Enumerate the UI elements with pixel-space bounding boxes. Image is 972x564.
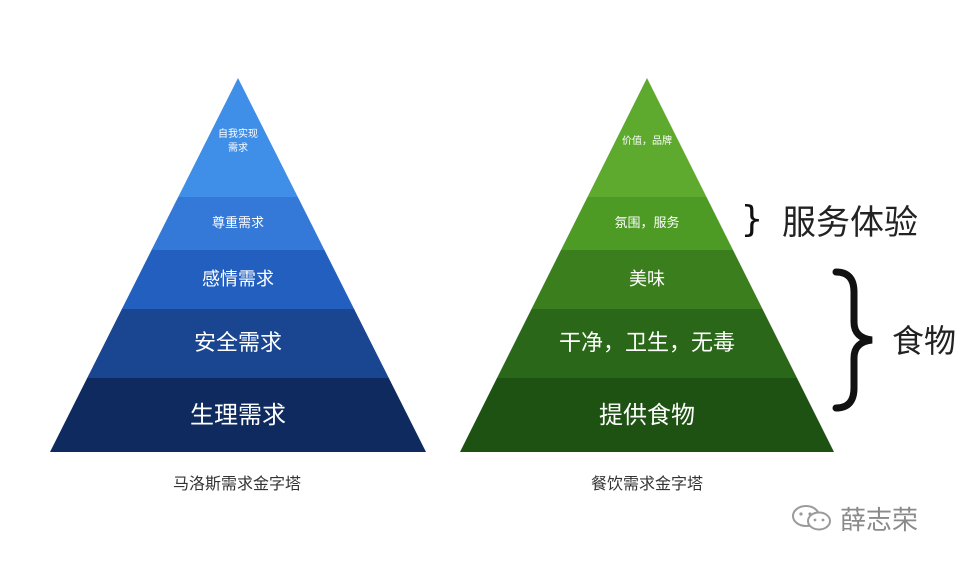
maslow-tier-4-label: 安全需求 [194, 331, 282, 356]
catering-tier-4-label: 干净，卫生，无毒 [559, 331, 735, 356]
food-bracket: 食物 [832, 268, 956, 412]
maslow-tier-5-label: 生理需求 [190, 401, 286, 429]
service-bracket: } 服务体验 [741, 199, 918, 243]
maslow-tier-5 [50, 378, 426, 452]
catering-tier-5-label: 提供食物 [599, 401, 695, 429]
service-experience-label: 服务体验 [782, 203, 918, 243]
wechat-icon [792, 505, 831, 531]
food-label: 食物 [892, 322, 956, 360]
maslow-tier-1-label: 自我实现 [218, 127, 258, 140]
catering-tier-4 [497, 309, 797, 378]
catering-tier-3 [531, 250, 763, 309]
catering-tier-3-label: 美味 [629, 269, 665, 290]
maslow-tier-4 [87, 309, 389, 378]
watermark-text: 薛志荣 [840, 505, 919, 536]
maslow-tier-2-label: 尊重需求 [212, 215, 264, 231]
catering-tier-2 [561, 197, 733, 250]
catering-tier-5 [460, 378, 834, 452]
watermark: 薛志荣 [790, 498, 960, 538]
catering-caption: 餐饮需求金字塔 [590, 474, 703, 493]
service-brace-icon: } [741, 199, 764, 240]
catering-tier-1-label: 价值，品牌 [622, 134, 672, 147]
maslow-tier-3 [121, 250, 355, 309]
catering-tier-1 [587, 78, 707, 197]
maslow-tier-3-label: 感情需求 [202, 269, 274, 290]
food-brace-icon [832, 268, 873, 412]
maslow-tier-1-label: 需求 [228, 142, 248, 154]
maslow-caption: 马洛斯需求金字塔 [172, 474, 301, 493]
maslow-tier-1 [178, 78, 298, 197]
catering-tier-2-label: 氛围，服务 [614, 215, 679, 231]
maslow-tier-2 [151, 197, 325, 250]
